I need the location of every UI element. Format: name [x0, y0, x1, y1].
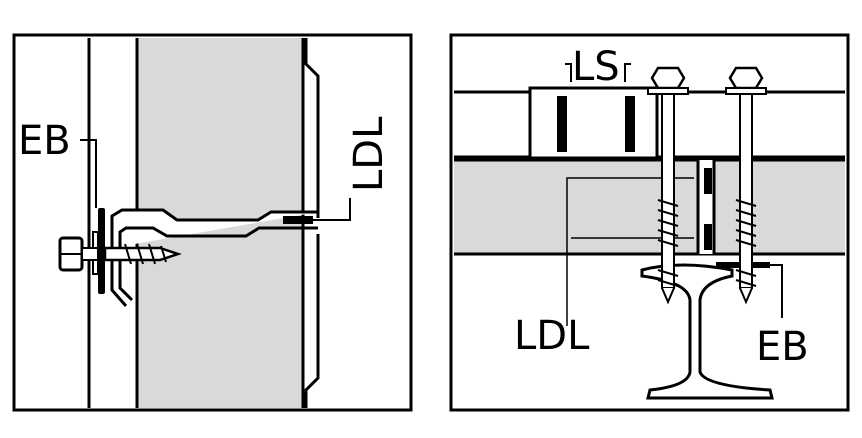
ls-splice-block: [528, 86, 659, 160]
ls-bracket-left: [565, 63, 572, 82]
screw-left-thread: [657, 199, 679, 287]
eb-leader-line: [80, 139, 97, 208]
eb-leader-line-right: [770, 264, 783, 318]
flashing-leg-inner: [118, 260, 134, 302]
eb-label: EB: [18, 118, 71, 164]
screw-right-thread: [735, 199, 757, 287]
outer-sheet-bottom: [304, 234, 320, 408]
i-beam-support: [640, 263, 774, 400]
joint-seal-top: [704, 168, 712, 194]
screw-left-head: [650, 66, 686, 90]
ldl-label-vertical: LDL: [346, 116, 392, 192]
screw-horizontal: [58, 236, 182, 272]
screw-collar: [81, 247, 99, 261]
ldl-leader-line: [313, 198, 351, 221]
ldl-outline-top: [566, 177, 694, 326]
ls-bracket-right: [624, 63, 631, 82]
ldl-seal-strip: [283, 216, 313, 224]
screw-left-tip: [661, 287, 675, 305]
ls-label: LS: [572, 44, 620, 90]
screw-left-shaft: [661, 93, 675, 289]
screw-right-head: [728, 66, 764, 90]
eb-sealing-washer: [98, 208, 105, 294]
screw-right-shaft: [739, 93, 753, 289]
right-panel: LS LDL EB: [449, 33, 850, 412]
screw-left: [647, 66, 689, 305]
joint-profile-top: [110, 208, 318, 248]
flashing-leg: [110, 248, 128, 307]
screw-right-tip: [739, 287, 753, 305]
ls-seal-left: [557, 96, 567, 152]
screw-right: [725, 66, 767, 305]
insulation-layer: [454, 160, 845, 254]
ls-seal-right: [625, 96, 635, 152]
joint-profile-bottom: [118, 226, 318, 256]
left-panel: EB LDL: [12, 33, 413, 412]
joint-seal-bottom: [704, 224, 712, 250]
screw-thread: [124, 243, 167, 265]
outer-sheet-top: [304, 38, 320, 218]
ldl-label: LDL: [514, 313, 590, 359]
eb-label-right: EB: [756, 324, 809, 370]
